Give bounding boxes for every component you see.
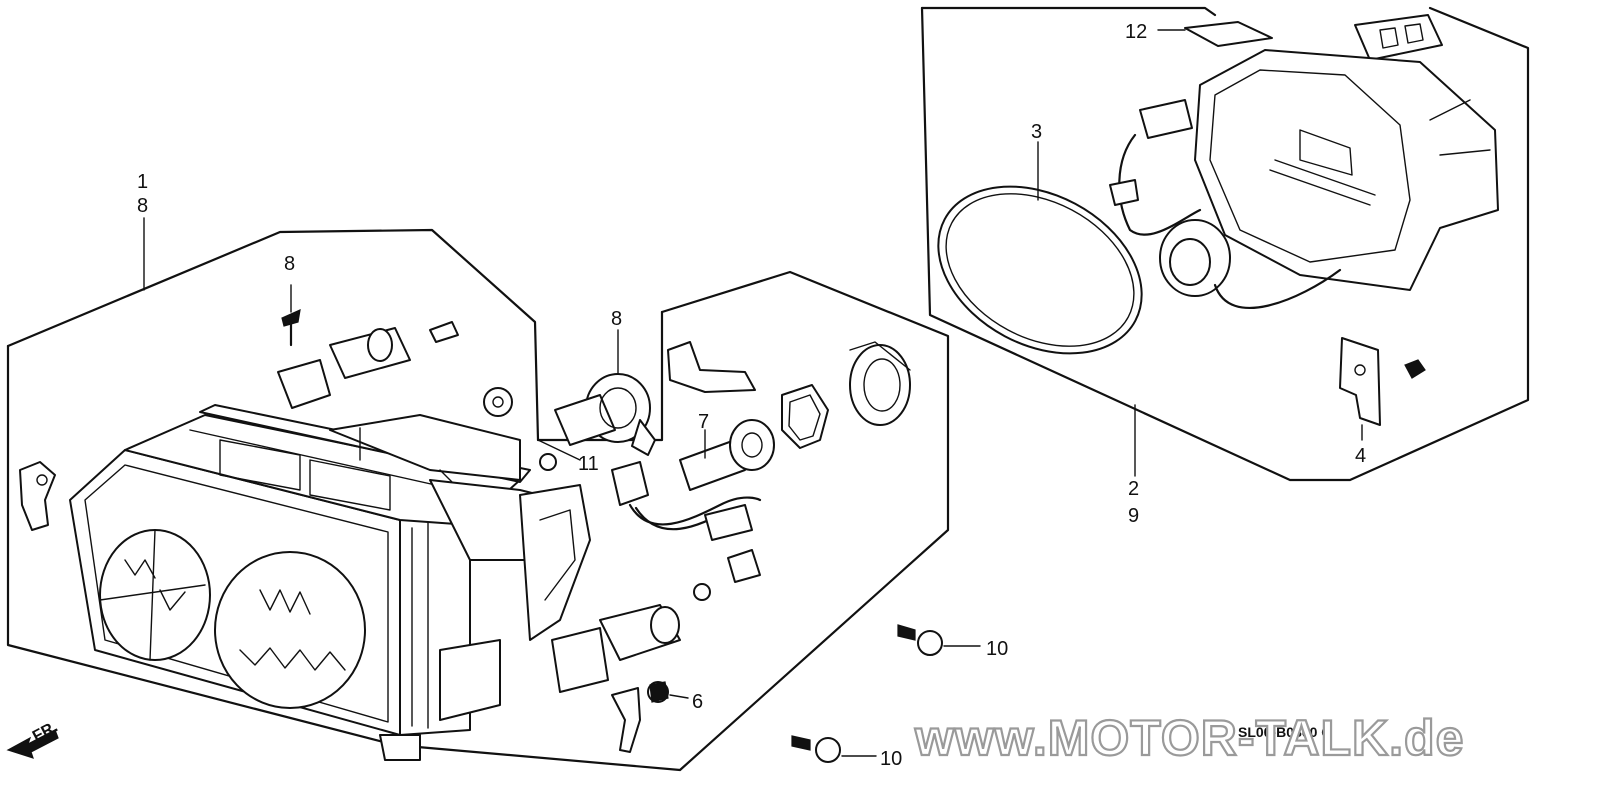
side-lamp-bracket: [1339, 337, 1426, 426]
callout-12: 12: [1125, 21, 1147, 43]
callout-10-b: 10: [880, 748, 902, 770]
front-arrow-icon: [6, 729, 59, 759]
diagram-code: SL00-B0800 C: [1238, 724, 1331, 740]
callout-9: 9: [1128, 505, 1139, 527]
side-lamp-group-outline: [920, 6, 1530, 482]
bolt-10-a: [897, 624, 981, 656]
callout-8-top: 8: [137, 195, 148, 217]
callout-11: 11: [578, 453, 599, 475]
wire-harness: [611, 461, 762, 541]
side-lamp-housing: [1194, 49, 1499, 291]
aiming-adjuster-lower: [551, 549, 761, 753]
callout-8-bulb: 8: [611, 308, 622, 330]
connector-top: [1354, 14, 1443, 61]
headlight-housing: [69, 404, 591, 761]
side-lamp-socket: [1159, 219, 1342, 310]
halogen-bulb: [554, 329, 656, 456]
retainer-ring: [849, 341, 911, 426]
adjuster-screw: [281, 284, 301, 347]
callout-4: 4: [1355, 445, 1366, 467]
lamp-bracket: [667, 341, 756, 393]
callout-3: 3: [1031, 121, 1042, 143]
callout-6: 6: [692, 691, 703, 713]
callout-10-a: 10: [986, 638, 1008, 660]
label-sticker: [1157, 21, 1273, 47]
nut: [483, 387, 557, 471]
callouts: 1 8 8 8 7 11 6 10 10 12 3 2 9 4: [137, 21, 1366, 770]
watermark: www.MOTOR-TALK.de: [914, 710, 1464, 766]
screw-6: [647, 681, 689, 703]
callout-2: 2: [1128, 478, 1139, 500]
side-marker-bulb: [679, 419, 775, 491]
leader-lines: [143, 141, 1363, 477]
callout-8-screw: 8: [284, 253, 295, 275]
aiming-adjuster-upper: [277, 321, 459, 409]
bolt-10-b: [791, 735, 877, 763]
callout-1: 1: [137, 171, 148, 193]
gasket-ring: [781, 384, 829, 449]
callout-7: 7: [698, 411, 709, 433]
side-mounting-clip: [19, 461, 56, 531]
side-lamp-wire: [1109, 99, 1202, 236]
lens-gasket: [937, 185, 1143, 355]
